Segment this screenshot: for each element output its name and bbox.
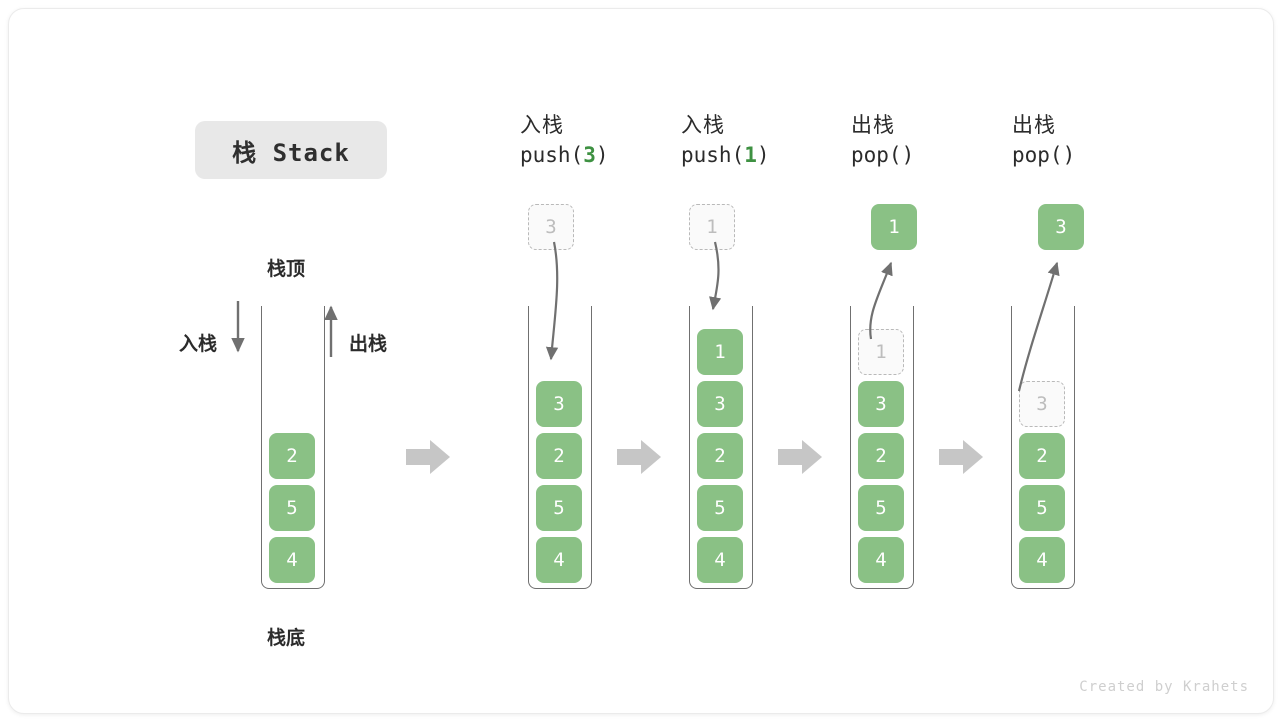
- op-label-pop-3: 出栈 pop(): [1012, 110, 1075, 170]
- stack-cell: 4: [269, 537, 315, 583]
- flow-arrow: [939, 440, 983, 474]
- stack-cell: 2: [858, 433, 904, 479]
- stack-walls: [850, 306, 914, 589]
- stack-cell: 4: [697, 537, 743, 583]
- op-label-code: pop(): [851, 143, 915, 167]
- stack-cell: 3: [536, 381, 582, 427]
- popped-cell: 1: [871, 204, 917, 250]
- incoming-ghost-cell: 3: [528, 204, 574, 250]
- op-label-push-3: 入栈 push(3): [520, 110, 609, 170]
- stack-cell: 2: [536, 433, 582, 479]
- stack-bottom-label: 栈底: [267, 627, 306, 649]
- incoming-ghost-cell: 1: [689, 204, 735, 250]
- stack-walls: [689, 306, 753, 589]
- stack-walls: [528, 306, 592, 589]
- op-arg: 1: [744, 143, 757, 167]
- arrow-overlay: [231, 241, 1060, 392]
- op-arg: 3: [583, 143, 596, 167]
- stack-cell: 5: [697, 485, 743, 531]
- flow-arrow: [778, 440, 822, 474]
- stack-cell: 2: [269, 433, 315, 479]
- op-label-cn: 出栈: [1012, 113, 1056, 137]
- stack-cell: 2: [1019, 433, 1065, 479]
- op-label-push-1: 入栈 push(1): [681, 110, 770, 170]
- op-label-code: push(1): [681, 143, 770, 167]
- op-label-pop-1: 出栈 pop(): [851, 110, 914, 170]
- stack-after-pop-3: 3 2 5 4: [1011, 306, 1075, 589]
- stack-after-push-3: 3 2 5 4: [528, 306, 592, 589]
- stack-after-pop-1: 1 3 2 5 4: [850, 306, 914, 589]
- pop-direction-label: 出栈: [349, 333, 388, 355]
- credit-text: Created by Krahets: [1079, 679, 1249, 695]
- stack-after-push-1: 1 3 2 5 4: [689, 306, 753, 589]
- stack-cell: 4: [536, 537, 582, 583]
- op-label-cn: 出栈: [851, 113, 895, 137]
- vacated-ghost-cell: 3: [1019, 381, 1065, 427]
- op-label-code: push(3): [520, 143, 609, 167]
- stack-walls: [261, 306, 325, 589]
- push-1-motion-arrow: [709, 241, 722, 311]
- stack-cell: 5: [1019, 485, 1065, 531]
- stack-top-label: 栈顶: [267, 258, 306, 280]
- stack-cell: 5: [858, 485, 904, 531]
- flow-arrow: [617, 440, 661, 474]
- vacated-ghost-cell: 1: [858, 329, 904, 375]
- diagram-canvas: 栈 Stack 栈顶 栈底 入栈 出栈 2 5 4 入栈 push(3) 3 3…: [8, 8, 1274, 714]
- stack-cell: 1: [697, 329, 743, 375]
- push-direction-label: 入栈: [179, 333, 218, 355]
- stack-walls: [1011, 306, 1075, 589]
- stack-cell: 5: [536, 485, 582, 531]
- stack-cell: 2: [697, 433, 743, 479]
- stack-cell: 4: [1019, 537, 1065, 583]
- op-label-cn: 入栈: [681, 113, 725, 137]
- popped-cell: 3: [1038, 204, 1084, 250]
- flow-arrow: [406, 440, 450, 474]
- op-label-cn: 入栈: [520, 113, 564, 137]
- stack-cell: 3: [697, 381, 743, 427]
- page-title: 栈 Stack: [195, 121, 387, 179]
- op-label-code: pop(): [1012, 143, 1076, 167]
- stack-cell: 5: [269, 485, 315, 531]
- stack-initial: 2 5 4: [261, 306, 325, 589]
- stack-cell: 4: [858, 537, 904, 583]
- stack-cell: 3: [858, 381, 904, 427]
